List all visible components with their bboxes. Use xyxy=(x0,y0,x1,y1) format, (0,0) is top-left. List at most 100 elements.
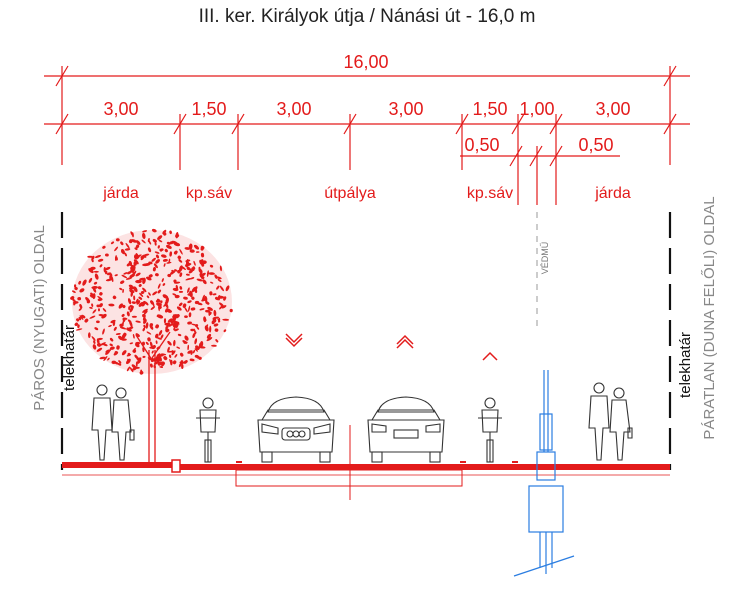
tree-leaf xyxy=(121,350,127,356)
tree-leaf xyxy=(119,287,123,291)
tree-leaf xyxy=(174,251,178,255)
tree-leaf xyxy=(121,314,125,317)
tree-leaf xyxy=(173,339,176,347)
tree-leaf xyxy=(78,316,82,321)
dim-lane-right: 3,00 xyxy=(388,99,423,119)
tree-leaf xyxy=(166,324,171,327)
tree-leaf xyxy=(147,337,151,342)
cyclist-right-icon xyxy=(478,397,502,463)
tree-leaf xyxy=(99,292,103,296)
tree-leaf xyxy=(172,315,176,321)
tree-leaf xyxy=(112,295,117,300)
tree-leaf xyxy=(148,261,153,265)
zone-bike-left: kp.sáv xyxy=(186,185,232,202)
tree-leaf xyxy=(163,356,168,361)
zone-sidewalk-left: járda xyxy=(102,185,139,202)
tree-leaf xyxy=(87,255,93,258)
tree-leaf xyxy=(215,276,222,280)
lane-direction-arrows xyxy=(285,333,498,361)
tree-leaf xyxy=(125,277,133,280)
tree-leaf xyxy=(214,296,219,301)
tree-leaf xyxy=(108,324,112,328)
tree-leaf xyxy=(122,289,124,293)
tree-leaf xyxy=(159,248,164,252)
tree-leaf xyxy=(156,298,161,303)
tree-leaf xyxy=(173,325,176,331)
tree-leaf xyxy=(128,239,133,244)
tree-leaf xyxy=(229,308,233,313)
tree-leaf xyxy=(185,273,190,276)
tree-leaf xyxy=(184,265,189,269)
tree-leaf xyxy=(103,266,107,273)
property-boundary-lines xyxy=(60,212,672,470)
tree-leaf xyxy=(154,251,160,254)
tree-leaf xyxy=(173,242,181,247)
tree-leaf xyxy=(143,318,147,324)
tree-leaf xyxy=(73,284,77,288)
tree-leaf xyxy=(129,367,134,373)
tree-leaf xyxy=(158,305,162,310)
tree-leaf xyxy=(152,267,156,272)
tree-leaf xyxy=(187,344,190,351)
tree-leaf xyxy=(121,249,124,254)
tree-leaf xyxy=(177,333,182,337)
tree-leaf xyxy=(96,347,103,352)
tree-leaf xyxy=(99,356,106,360)
tree-leaf xyxy=(214,328,219,332)
tree-leaf xyxy=(129,320,133,327)
tree-leaf xyxy=(141,303,145,307)
tree-leaf xyxy=(144,301,149,306)
tree-leaf xyxy=(168,354,172,359)
tree-leaf xyxy=(199,259,204,266)
tree-leaf xyxy=(161,278,164,283)
tree-leaf xyxy=(163,318,167,324)
tree-leaf xyxy=(155,254,160,259)
tree-leaf xyxy=(206,270,209,277)
tree-leaf xyxy=(126,353,132,357)
tree-leaf xyxy=(179,352,184,357)
tree-leaf xyxy=(193,328,197,335)
tree-leaf xyxy=(129,305,134,309)
tree-leaf xyxy=(87,332,91,339)
road-surface xyxy=(62,459,670,487)
tree-leaf xyxy=(158,239,163,243)
tree-leaf xyxy=(147,247,152,253)
tree-leaf xyxy=(179,248,183,255)
tree-leaf xyxy=(113,326,117,331)
tree-leaf xyxy=(126,311,130,317)
tree-leaf xyxy=(194,338,198,345)
tree-leaf xyxy=(151,228,157,233)
tree-leaf xyxy=(142,315,146,321)
tree-leaf xyxy=(158,355,162,362)
tree-leaf xyxy=(176,306,182,311)
tree-leaf xyxy=(156,315,163,319)
tree-leaf xyxy=(135,298,139,303)
tree-leaf xyxy=(178,362,182,368)
car-front-icon xyxy=(257,396,335,463)
tree-leaf xyxy=(141,239,146,244)
tree-leaf xyxy=(152,291,158,296)
tree-leaf xyxy=(179,286,183,290)
tree-leaf xyxy=(79,315,84,320)
tree-leaf xyxy=(118,303,123,309)
tree-leaf xyxy=(131,239,137,243)
tree-leaf xyxy=(102,308,107,312)
tree-leaf xyxy=(176,346,181,349)
tree-leaf xyxy=(217,318,221,322)
tree-leaf xyxy=(138,296,143,300)
tree-leaf xyxy=(225,285,230,292)
tree-leaf xyxy=(208,311,212,316)
tree-leaf xyxy=(74,286,78,291)
tree-leaf xyxy=(149,324,154,330)
tree-leaf xyxy=(94,273,99,280)
tree-leaf xyxy=(131,301,136,304)
zone-roadway: útpálya xyxy=(324,185,376,202)
tree-leaf xyxy=(219,285,225,292)
tree-leaf xyxy=(157,283,161,289)
property-line-right: telekhatár xyxy=(677,332,694,398)
tree-leaf xyxy=(202,260,207,265)
tree-leaf xyxy=(109,337,114,342)
cyclist-left-icon xyxy=(196,397,220,463)
tree-leaf xyxy=(177,255,182,260)
tree-leaf xyxy=(189,249,195,253)
